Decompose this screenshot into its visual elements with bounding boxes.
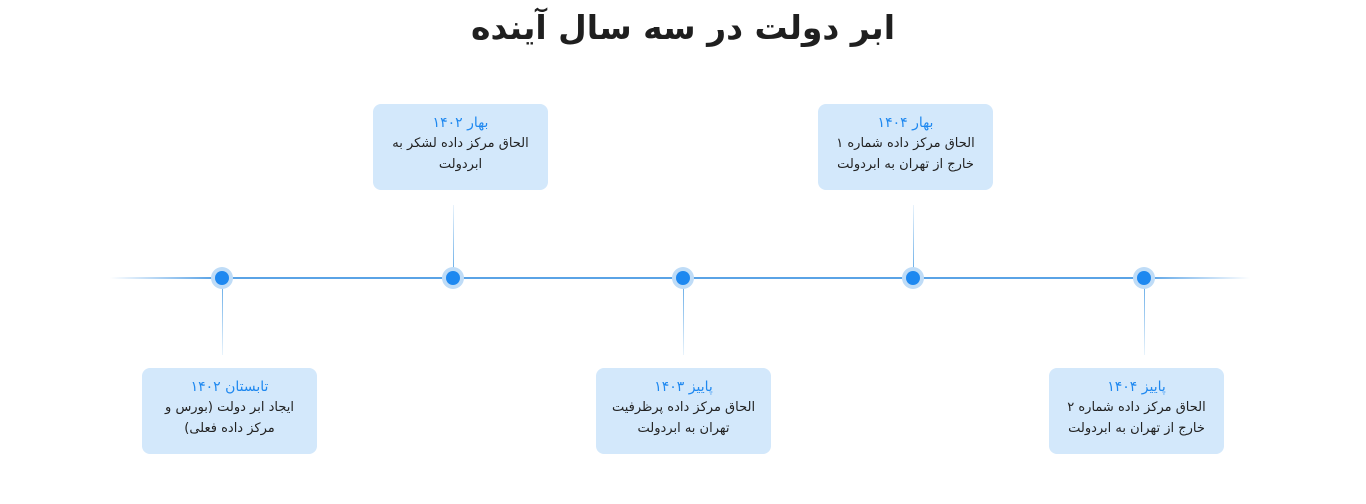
event-card-2: بهار ۱۴۰۲ الحاق مرکز داده لشکر به ابردول… <box>373 104 548 190</box>
event-description: الحاق مرکز داده پرظرفیت تهران به ابردولت <box>611 400 756 436</box>
event-card-5: پاییز ۱۴۰۴ الحاق مرکز داده شماره ۲ خارج … <box>1049 368 1224 454</box>
event-date: پاییز ۱۴۰۴ <box>1107 379 1166 395</box>
event-date: تابستان ۱۴۰۲ <box>190 379 269 395</box>
connector-1 <box>222 285 223 355</box>
connector-5 <box>1144 285 1145 355</box>
event-date: بهار ۱۴۰۲ <box>432 115 489 131</box>
page-title: ابر دولت در سه سال آینده <box>470 8 896 47</box>
event-description: الحاق مرکز داده شماره ۲ خارج از تهران به… <box>1067 400 1206 436</box>
connector-4 <box>913 205 914 271</box>
timeline-node-3 <box>676 271 690 285</box>
event-card-3: پاییز ۱۴۰۳ الحاق مرکز داده پرظرفیت تهران… <box>596 368 771 454</box>
event-date: بهار ۱۴۰۴ <box>877 115 934 131</box>
event-description: ایجاد ابر دولت (بورس و مرکز داده فعلی) <box>165 400 294 436</box>
event-date: پاییز ۱۴۰۳ <box>654 379 713 395</box>
timeline-node-2 <box>446 271 460 285</box>
event-description: الحاق مرکز داده لشکر به ابردولت <box>392 136 529 172</box>
timeline-node-5 <box>1137 271 1151 285</box>
timeline-node-4 <box>906 271 920 285</box>
event-description: الحاق مرکز داده شماره ۱ خارج از تهران به… <box>836 136 975 172</box>
event-card-4: بهار ۱۴۰۴ الحاق مرکز داده شماره ۱ خارج ا… <box>818 104 993 190</box>
event-card-1: تابستان ۱۴۰۲ ایجاد ابر دولت (بورس و مرکز… <box>142 368 317 454</box>
connector-2 <box>453 205 454 271</box>
connector-3 <box>683 285 684 355</box>
timeline-node-1 <box>215 271 229 285</box>
